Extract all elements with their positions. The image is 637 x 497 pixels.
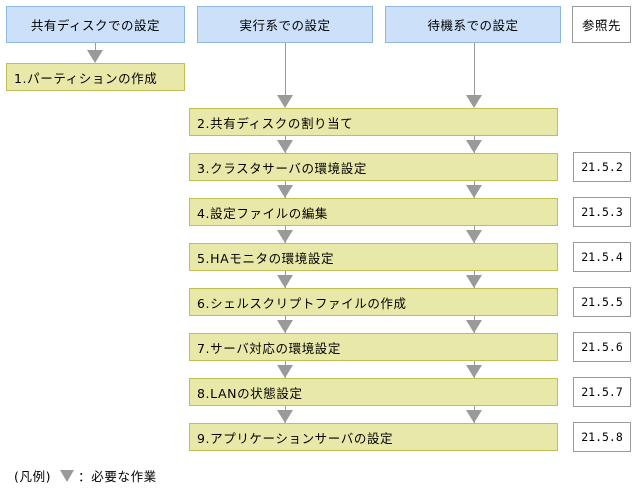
connector-line-standby-header-to-step2: [474, 43, 475, 106]
column-header-standby-system-label: 待機系での設定: [427, 18, 519, 33]
task-box-step-9[interactable]: 9.アプリケーションサーバの設定: [189, 423, 558, 451]
legend: (凡例) ： 必要な作業: [14, 466, 157, 485]
task-label-step-1: 1.パーティションの作成: [14, 70, 158, 86]
reference-label-step-7: 21.5.6: [581, 340, 623, 354]
task-box-step-4[interactable]: 4.設定ファイルの編集: [189, 198, 558, 226]
reference-box-step-4[interactable]: 21.5.3: [573, 197, 631, 227]
column-header-shared-disk-label: 共有ディスクでの設定: [30, 18, 161, 33]
reference-label-step-3: 21.5.2: [581, 160, 623, 174]
task-box-step-5[interactable]: 5.HAモニタの環境設定: [189, 243, 558, 271]
task-label-step-3: 3.クラスタサーバの環境設定: [197, 160, 367, 176]
connector-arrow-active-step6-to-step7: [277, 320, 293, 333]
task-box-step-1[interactable]: 1.パーティションの作成: [6, 63, 185, 91]
reference-box-step-6[interactable]: 21.5.5: [573, 287, 631, 317]
connector-arrow-active-step3-to-step4: [277, 185, 293, 198]
connector-arrow-active-header-to-step2: [277, 95, 293, 108]
column-header-shared-disk: 共有ディスクでの設定: [6, 6, 185, 43]
connector-arrow-active-step5-to-step6: [277, 275, 293, 288]
task-box-step-2[interactable]: 2.共有ディスクの割り当て: [189, 108, 558, 136]
reference-box-step-7[interactable]: 21.5.6: [573, 332, 631, 362]
column-header-reference: 参照先: [572, 6, 631, 43]
task-label-step-2: 2.共有ディスクの割り当て: [197, 115, 354, 131]
connector-arrow-active-step2-to-step3: [277, 140, 293, 153]
reference-box-step-5[interactable]: 21.5.4: [573, 242, 631, 272]
column-header-reference-label: 参照先: [581, 18, 621, 33]
connector-arrow-shared-to-step1: [87, 50, 103, 63]
task-label-step-7: 7.サーバ対応の環境設定: [197, 340, 342, 356]
connector-arrow-standby-header-to-step2: [466, 95, 482, 108]
task-label-step-6: 6.シェルスクリプトファイルの作成: [197, 295, 407, 311]
reference-label-step-8: 21.5.7: [581, 385, 623, 399]
legend-prefix: (凡例): [14, 469, 52, 484]
task-box-step-8[interactable]: 8.LANの状態設定: [189, 378, 558, 406]
reference-label-step-6: 21.5.5: [581, 295, 623, 309]
reference-box-step-3[interactable]: 21.5.2: [573, 152, 631, 182]
connector-arrow-standby-step2-to-step3: [466, 140, 482, 153]
connector-arrow-standby-step3-to-step4: [466, 185, 482, 198]
necessary-task-triangle-icon: [60, 469, 75, 482]
reference-label-step-4: 21.5.3: [581, 205, 623, 219]
task-box-step-6[interactable]: 6.シェルスクリプトファイルの作成: [189, 288, 558, 316]
legend-separator: ：: [78, 469, 92, 484]
reference-box-step-8[interactable]: 21.5.7: [573, 377, 631, 407]
column-header-active-system-label: 実行系での設定: [239, 18, 331, 33]
column-header-active-system: 実行系での設定: [197, 6, 373, 43]
connector-line-active-header-to-step2: [285, 43, 286, 106]
task-label-step-8: 8.LANの状態設定: [197, 385, 303, 401]
connector-arrow-standby-step4-to-step5: [466, 230, 482, 243]
connector-arrow-standby-step8-to-step9: [466, 410, 482, 423]
connector-arrow-active-step8-to-step9: [277, 410, 293, 423]
reference-box-step-9[interactable]: 21.5.8: [573, 422, 631, 452]
reference-label-step-5: 21.5.4: [581, 250, 623, 264]
task-box-step-3[interactable]: 3.クラスタサーバの環境設定: [189, 153, 558, 181]
connector-arrow-standby-step5-to-step6: [466, 275, 482, 288]
legend-text: 必要な作業: [91, 469, 157, 484]
task-box-step-7[interactable]: 7.サーバ対応の環境設定: [189, 333, 558, 361]
connector-arrow-standby-step7-to-step8: [466, 365, 482, 378]
task-label-step-4: 4.設定ファイルの編集: [197, 205, 329, 221]
connector-arrow-active-step4-to-step5: [277, 230, 293, 243]
task-label-step-5: 5.HAモニタの環境設定: [197, 250, 335, 266]
reference-label-step-9: 21.5.8: [581, 430, 623, 444]
task-label-step-9: 9.アプリケーションサーバの設定: [197, 430, 394, 446]
column-header-standby-system: 待機系での設定: [385, 6, 561, 43]
connector-arrow-active-step7-to-step8: [277, 365, 293, 378]
connector-arrow-standby-step6-to-step7: [466, 320, 482, 333]
